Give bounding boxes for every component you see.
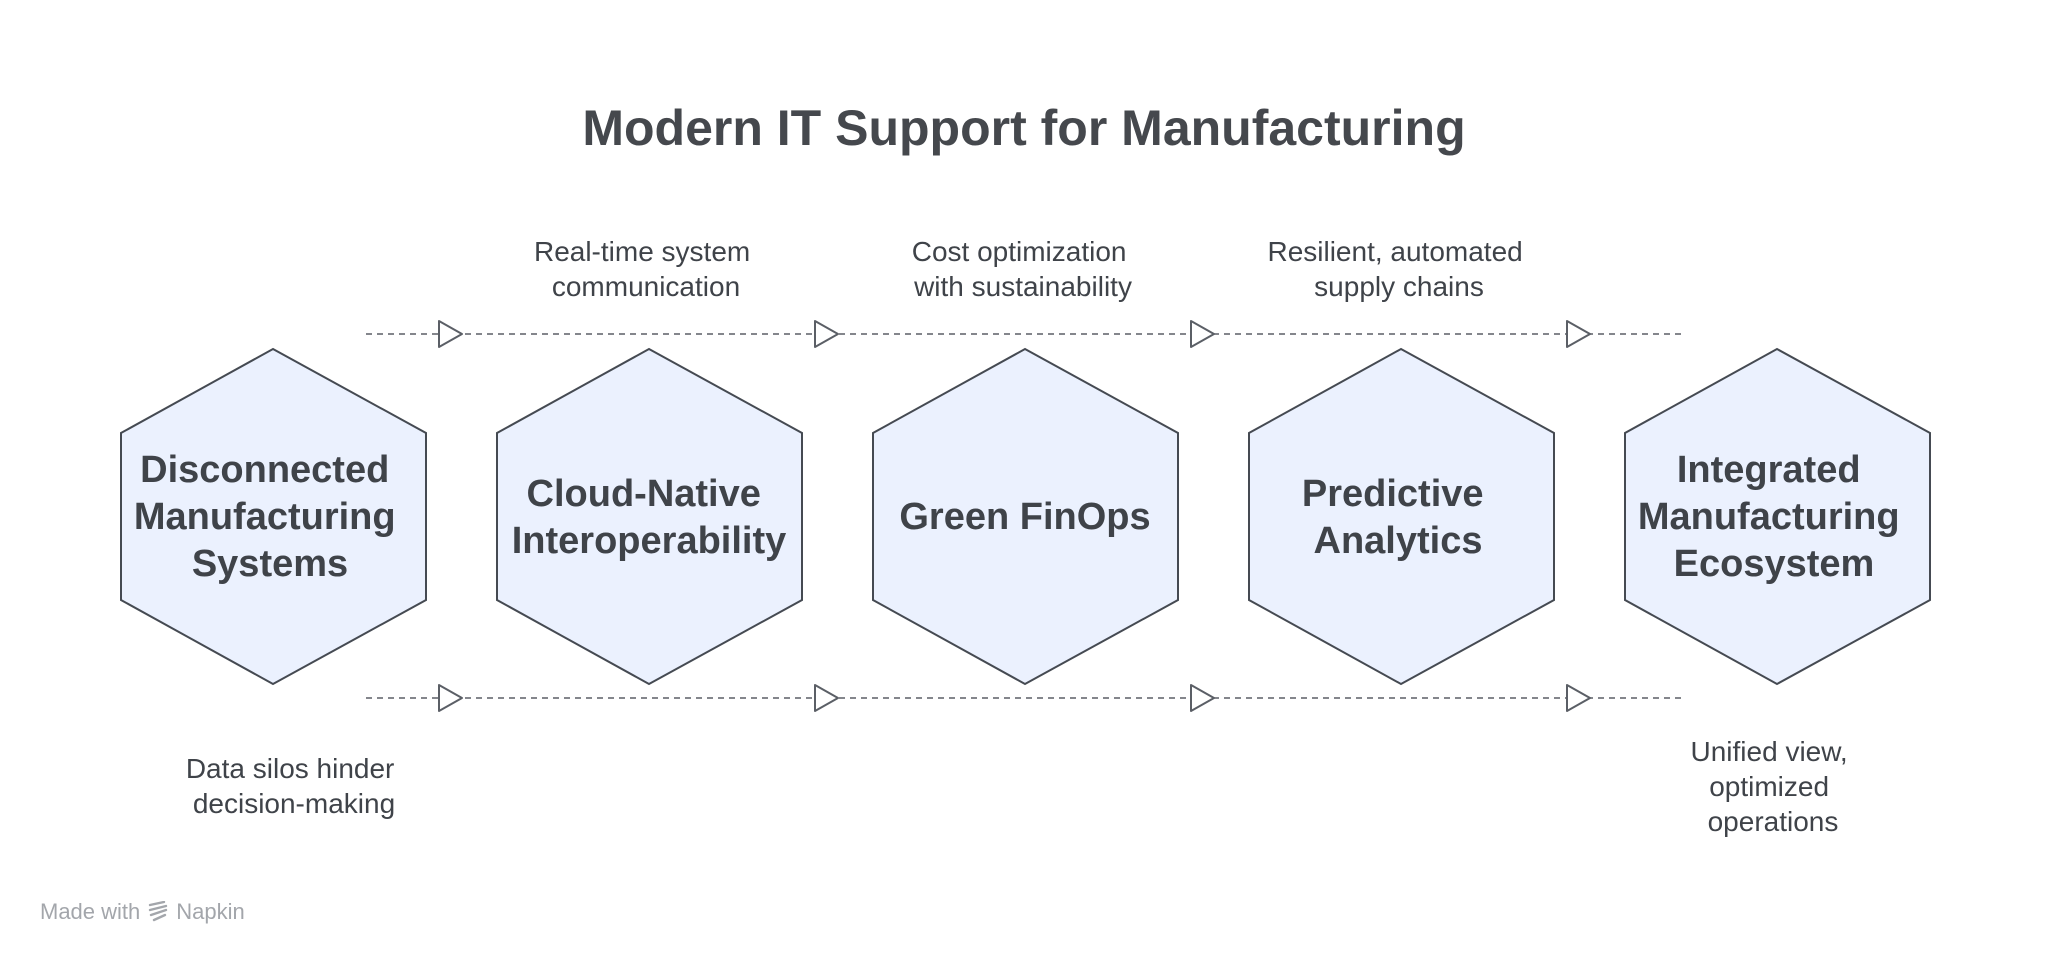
bottom-arrow-4 xyxy=(1566,684,1591,712)
stage-predictive-analytics: Predictive Analytics xyxy=(1248,347,1555,686)
stage-label: Disconnected Manufacturing Systems xyxy=(134,449,406,585)
stage-cloud-native: Cloud-Native Interoperability xyxy=(496,347,803,686)
diagram-title: Modern IT Support for Manufacturing xyxy=(582,100,1465,156)
stage-hexagon xyxy=(1624,347,1931,686)
bottom-flow-line xyxy=(366,684,1685,712)
stage-disconnected: Disconnected Manufacturing Systems xyxy=(120,347,427,686)
stage-integrated-ecosystem: Integrated Manufacturing Ecosystem xyxy=(1624,347,1931,686)
stage-hexagon xyxy=(120,347,427,686)
note-data-silos: Data silos hinder decision-making xyxy=(186,753,402,819)
bottom-arrow-2 xyxy=(814,684,839,712)
stage-label: Green FinOps xyxy=(899,496,1150,538)
stage-green-finops: Green FinOps xyxy=(872,347,1179,686)
stage-label: Predictive Analytics xyxy=(1302,473,1494,562)
top-arrow-4 xyxy=(1566,320,1591,348)
bottom-arrow-3 xyxy=(1190,684,1215,712)
watermark-prefix: Made with xyxy=(40,899,141,924)
note-cost-optimization: Cost optimization with sustainability xyxy=(912,236,1135,302)
top-arrow-2 xyxy=(814,320,839,348)
bottom-arrow-1 xyxy=(438,684,463,712)
note-unified-view: Unified view, optimized operations xyxy=(1691,736,1856,837)
note-realtime-communication: Real-time system communication xyxy=(534,236,758,302)
made-with-napkin-watermark[interactable]: Made with Napkin xyxy=(40,899,245,925)
note-resilient-supply-chains: Resilient, automated supply chains xyxy=(1267,236,1530,302)
stage-hexagon xyxy=(872,347,1179,686)
top-flow-line xyxy=(366,320,1685,348)
napkin-logo-icon xyxy=(149,901,168,922)
watermark-brand: Napkin xyxy=(176,899,245,924)
stage-label: Cloud-Native Interoperability xyxy=(512,473,787,562)
stage-hexagon xyxy=(496,347,803,686)
top-arrow-1 xyxy=(438,320,463,348)
top-arrow-3 xyxy=(1190,320,1215,348)
stage-hexagon xyxy=(1248,347,1555,686)
stage-label: Integrated Manufacturing Ecosystem xyxy=(1638,449,1910,585)
